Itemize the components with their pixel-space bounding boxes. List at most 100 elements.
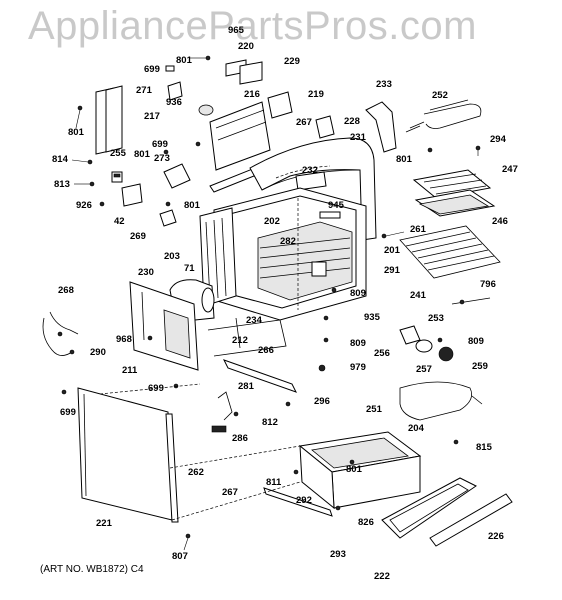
- callout-label: 232: [302, 165, 318, 176]
- callout-label: 296: [314, 396, 330, 407]
- callout-label: 255: [110, 148, 126, 159]
- callout-label: 226: [488, 531, 504, 542]
- callout-label: 293: [330, 549, 346, 560]
- callout-label: 251: [366, 404, 382, 415]
- bracket-217-part: [95, 85, 123, 155]
- callout-label: 221: [96, 518, 112, 529]
- clip-699-icon: [165, 65, 175, 72]
- screw-699-d-icon: [61, 389, 67, 395]
- callout-label: 246: [492, 216, 508, 227]
- screw-294-icon: [475, 145, 481, 156]
- callout-label: 699: [148, 383, 164, 394]
- callout-label: 256: [374, 348, 390, 359]
- callout-label: 234: [246, 315, 262, 326]
- clip-269-part: [159, 209, 177, 227]
- callout-label: 282: [280, 236, 296, 247]
- drawer-front-222-part: [381, 477, 477, 539]
- trim-226-part: [429, 493, 513, 547]
- callout-label: 203: [164, 251, 180, 262]
- screw-801-e-icon: [165, 201, 171, 207]
- callout-label: 273: [154, 153, 170, 164]
- oven-rack-241-part: [399, 225, 501, 279]
- callout-label: 269: [130, 231, 146, 242]
- callout-label: 294: [490, 134, 506, 145]
- art-number: (ART NO. WB1872) C4: [40, 564, 144, 575]
- lens-259-part: [438, 346, 454, 362]
- callout-label: 796: [480, 279, 496, 290]
- callout-label: 813: [54, 179, 70, 190]
- assembly-guide-lines: [99, 383, 301, 521]
- harness-268-part: [42, 311, 79, 356]
- screw-811-icon: [293, 469, 299, 475]
- screw-809-b-icon: [323, 337, 329, 343]
- plate-271-part: [167, 81, 183, 101]
- callout-label: 801: [176, 55, 192, 66]
- switch-255-part: [111, 171, 123, 183]
- callout-label: 257: [416, 364, 432, 375]
- screw-815-icon: [453, 439, 459, 445]
- screw-812-icon: [233, 411, 239, 417]
- door-inner-211-part: [129, 281, 199, 371]
- screw-807-icon: [183, 533, 191, 551]
- callout-label: 229: [284, 56, 300, 67]
- lamp-socket-256-part: [399, 325, 421, 345]
- callout-label: 814: [52, 154, 68, 165]
- drawer-204-part: [298, 431, 422, 510]
- bake-element-251-part: [399, 381, 483, 421]
- callout-label: 812: [262, 417, 278, 428]
- bracket-42-part: [121, 183, 143, 207]
- screw-801-mid-icon: [163, 149, 169, 155]
- bracket-232-part: [295, 171, 327, 191]
- callout-label: 801: [184, 200, 200, 211]
- callout-label: 217: [144, 111, 160, 122]
- insulation-203-part: [199, 207, 237, 307]
- hinge-281-part: [217, 391, 233, 421]
- callout-label: 286: [232, 433, 248, 444]
- callout-label: 259: [472, 361, 488, 372]
- callout-label: 42: [114, 216, 125, 227]
- callout-label: 71: [184, 263, 195, 274]
- screw-826-icon: [335, 505, 341, 511]
- hinge-286-part: [211, 425, 227, 433]
- callout-label: 291: [384, 265, 400, 276]
- screw-801-icon: [190, 55, 211, 61]
- callout-label: 267: [296, 117, 312, 128]
- callout-label: 815: [476, 442, 492, 453]
- callout-label: 979: [350, 362, 366, 373]
- callout-label: 204: [408, 423, 424, 434]
- plate-228-part: [315, 115, 335, 139]
- callout-label: 220: [238, 41, 254, 52]
- callout-label: 201: [384, 245, 400, 256]
- callout-label: 809: [468, 336, 484, 347]
- screw-926-icon: [99, 201, 105, 207]
- callout-label: 261: [410, 224, 426, 235]
- bracket-219-part: [267, 91, 293, 119]
- screw-809-c-icon: [437, 337, 443, 343]
- callout-label: 271: [136, 85, 152, 96]
- screw-813-icon: [74, 181, 95, 187]
- callout-label: 801: [396, 154, 412, 165]
- screw-699-mid-icon: [195, 141, 201, 147]
- callout-label: 936: [166, 97, 182, 108]
- callout-label: 945: [328, 200, 344, 211]
- callout-label: 267: [222, 487, 238, 498]
- callout-label: 801: [346, 464, 362, 475]
- bracket-229-part: [225, 59, 263, 85]
- callout-label: 801: [134, 149, 150, 160]
- callout-label: 968: [116, 334, 132, 345]
- lamp-257-part: [415, 339, 433, 353]
- callout-label: 222: [374, 571, 390, 582]
- callout-label: 807: [172, 551, 188, 562]
- callout-label: 699: [144, 64, 160, 75]
- grommet-979-icon: [318, 364, 326, 372]
- callout-label: 290: [90, 347, 106, 358]
- callout-label: 211: [122, 365, 138, 376]
- sensor-253-part: [451, 297, 491, 305]
- screw-801-f-icon: [349, 459, 355, 465]
- callout-label: 228: [344, 116, 360, 127]
- callout-label: 809: [350, 338, 366, 349]
- rail-266-part: [222, 359, 298, 393]
- callout-label: 262: [188, 467, 204, 478]
- callout-label: 252: [432, 90, 448, 101]
- screw-814-icon: [71, 159, 93, 165]
